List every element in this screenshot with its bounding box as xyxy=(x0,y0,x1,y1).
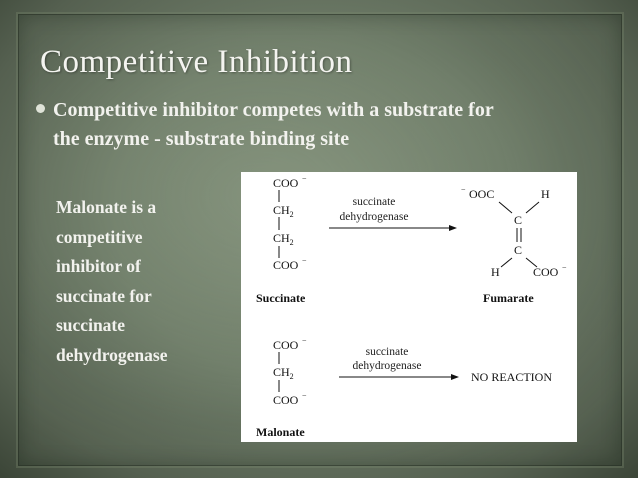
enzyme-label-line1: succinate xyxy=(366,346,409,358)
bullet-point: Competitive inhibitor competes with a su… xyxy=(36,96,611,154)
side-line: succinate xyxy=(56,315,126,335)
fumarate-coo-charge: − xyxy=(562,263,567,272)
side-line: inhibitor of xyxy=(56,256,141,276)
reaction-diagram: COO − CH2 CH2 COO − Succinate succinate … xyxy=(241,172,577,442)
fumarate-ooc-charge: − xyxy=(461,185,466,194)
malonate-coo-top: COO xyxy=(273,338,299,352)
fumarate-c-top: C xyxy=(514,213,522,227)
malonate-ch2: CH2 xyxy=(273,365,294,381)
slide-title: Competitive Inhibition xyxy=(40,44,353,80)
malonate-coo-bottom-charge: − xyxy=(302,391,307,400)
side-line: dehydrogenase xyxy=(56,344,168,365)
fumarate-structure: − OOC H C C H COO − Fumarate xyxy=(461,185,567,305)
fumarate-c-bottom: C xyxy=(514,243,522,257)
succinate-structure: COO − CH2 CH2 COO − Succinate xyxy=(256,174,307,305)
bond-line xyxy=(525,201,540,214)
bullet-text: Competitive inhibitor competes with a su… xyxy=(53,96,494,154)
fumarate-h-bottom: H xyxy=(491,265,500,279)
malonate-coo-top-charge: − xyxy=(302,336,307,345)
reaction-arrow-2: succinate dehydrogenase NO REACTION xyxy=(339,346,552,384)
bond-line xyxy=(498,201,513,214)
side-line: competitive xyxy=(56,226,143,247)
arrow-head-icon xyxy=(451,374,459,380)
bullet-line-2: the enzyme - substrate binding site xyxy=(53,128,350,150)
bond-line xyxy=(500,257,513,268)
succinate-coo-bottom: COO xyxy=(273,258,299,272)
enzyme-label-line1: succinate xyxy=(353,196,396,208)
reaction-diagram-svg: COO − CH2 CH2 COO − Succinate succinate … xyxy=(256,174,567,439)
side-line: succinate for xyxy=(56,285,152,306)
fumarate-h-top: H xyxy=(541,187,550,201)
bond-line xyxy=(525,257,538,268)
malonate-coo-bottom: COO xyxy=(273,393,299,407)
fumarate-label: Fumarate xyxy=(483,291,534,305)
enzyme-label-line2: dehydrogenase xyxy=(340,211,409,223)
succinate-ch2-1: CH2 xyxy=(273,203,294,219)
bullet-dot-icon xyxy=(36,104,45,113)
side-description: Malonate is a competitive inhibitor of s… xyxy=(56,193,236,370)
reaction-arrow-1: succinate dehydrogenase xyxy=(329,196,457,231)
fumarate-coo: COO xyxy=(533,265,559,279)
enzyme-label-line2: dehydrogenase xyxy=(353,360,422,372)
no-reaction-label: NO REACTION xyxy=(471,370,552,384)
fumarate-ooc: OOC xyxy=(469,187,494,201)
malonate-structure: COO − CH2 COO − Malonate xyxy=(256,336,307,439)
succinate-coo-top-charge: − xyxy=(302,174,307,183)
arrow-head-icon xyxy=(449,225,457,231)
succinate-coo-bottom-charge: − xyxy=(302,256,307,265)
succinate-ch2-2: CH2 xyxy=(273,231,294,247)
side-line: Malonate is a xyxy=(56,197,157,217)
succinate-coo-top: COO xyxy=(273,176,299,190)
bullet-line-1: Competitive inhibitor competes with a su… xyxy=(53,99,494,121)
succinate-label: Succinate xyxy=(256,291,306,305)
malonate-label: Malonate xyxy=(256,425,305,439)
